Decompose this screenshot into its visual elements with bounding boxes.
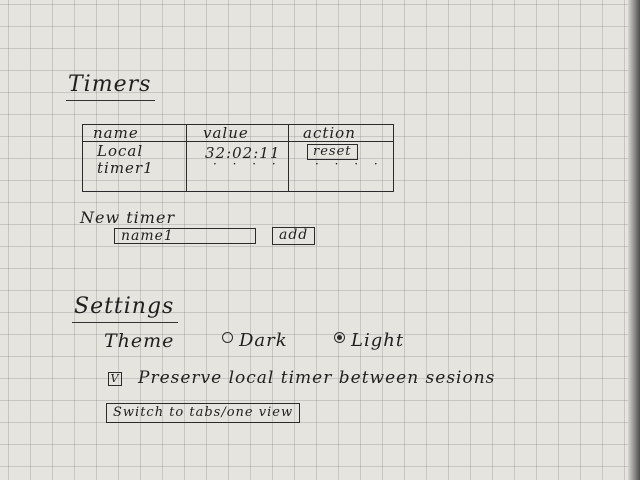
new-timer-label: New timer — [80, 208, 176, 227]
theme-label: Theme — [104, 330, 175, 352]
action-column: action reset · · · · — [289, 124, 393, 191]
paper-edge — [628, 0, 640, 480]
table-header-divider — [83, 141, 393, 142]
add-button[interactable]: add — [272, 227, 316, 245]
preserve-timer-label: Preserve local timer between sesions — [138, 368, 496, 388]
column-header-value: value — [203, 124, 249, 142]
theme-light-label: Light — [351, 330, 405, 351]
value-continuation-dots: · · · · — [213, 157, 282, 171]
timer-value: 32:02:11 — [205, 144, 281, 162]
timer-name: Local timer1 — [97, 142, 154, 177]
name-column: name Local timer1 — [83, 124, 187, 191]
timers-heading: Timers — [65, 72, 156, 101]
switch-view-button[interactable]: Switch to tabs/one view — [106, 403, 301, 423]
new-timer-name-input[interactable] — [114, 228, 256, 244]
radio-circle-icon — [222, 332, 233, 343]
timers-table: name Local timer1 value 32:02:11 · · · ·… — [82, 124, 394, 192]
preserve-timer-checkbox[interactable]: V — [108, 372, 122, 386]
column-header-name: name — [93, 124, 139, 142]
reset-button[interactable]: reset — [307, 144, 358, 160]
theme-dark-label: Dark — [239, 330, 288, 351]
preserve-timer-option[interactable]: V Preserve local timer between sesions — [108, 368, 495, 388]
action-continuation-dots: · · · · — [315, 157, 384, 171]
settings-heading: Settings — [71, 294, 179, 323]
theme-dark-radio[interactable]: Dark — [222, 330, 288, 351]
radio-selected-icon — [334, 332, 345, 343]
column-header-action: action — [303, 124, 356, 142]
value-column: value 32:02:11 · · · · — [187, 124, 289, 191]
theme-light-radio[interactable]: Light — [334, 330, 404, 351]
